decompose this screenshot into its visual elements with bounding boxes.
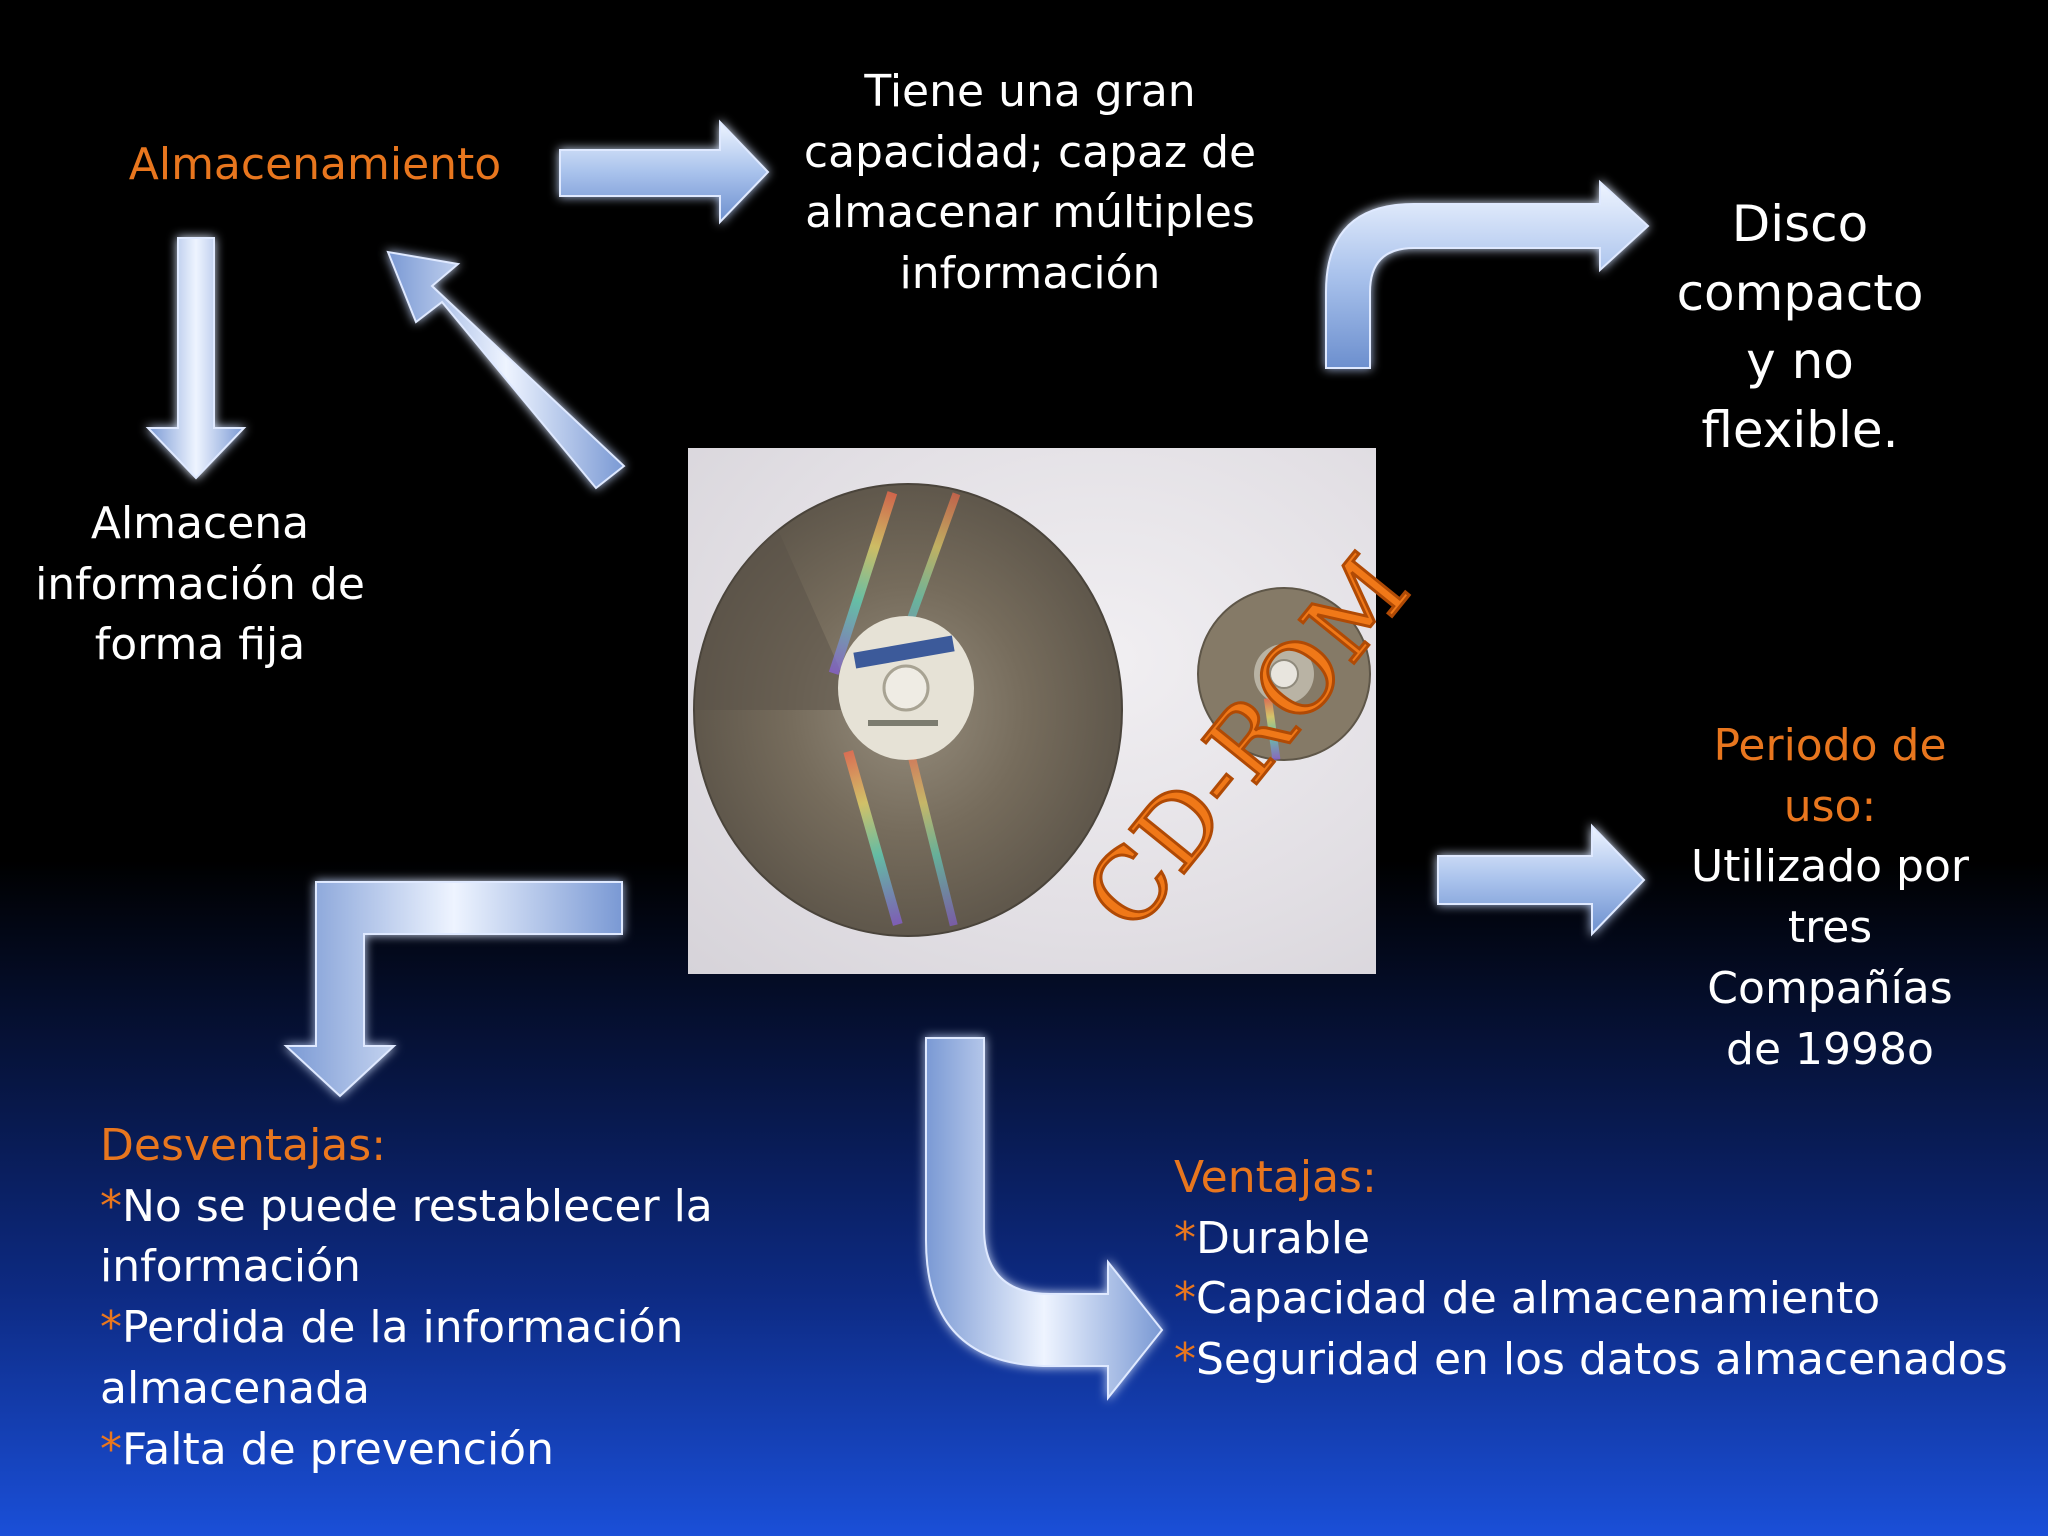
desventajas-item-cont: almacenada [100, 1359, 780, 1420]
node-disco-line: y no [1640, 327, 1960, 396]
node-periodo-line: de 1998o [1680, 1020, 1980, 1081]
arrow-bent-disco [1326, 182, 1648, 368]
node-almacena: Almacena información de forma fija [20, 494, 380, 676]
node-periodo-title-line: uso: [1680, 777, 1980, 838]
node-capacidad-line: capacidad; capaz de [790, 123, 1270, 184]
desventajas-block: Desventajas: *No se puede restablecer la… [100, 1116, 780, 1480]
ventajas-title: Ventajas: [1174, 1148, 2024, 1209]
ventajas-block: Ventajas: *Durable *Capacidad de almacen… [1174, 1148, 2024, 1391]
arrow-bent-desventajas [286, 882, 622, 1096]
node-almacena-line: información de [20, 555, 380, 616]
node-periodo-title-line: Periodo de [1680, 716, 1980, 777]
arrow-right-top [560, 122, 768, 222]
node-periodo-line: Compañías [1680, 959, 1980, 1020]
node-periodo: Periodo de uso: Utilizado por tres Compa… [1680, 716, 1980, 1080]
ventajas-item: *Durable [1174, 1209, 2024, 1270]
desventajas-title: Desventajas: [100, 1116, 780, 1177]
bullet-star: * [1174, 1334, 1196, 1385]
desventajas-item-cont: información [100, 1237, 780, 1298]
node-disco-line: compacto [1640, 259, 1960, 328]
bullet-star: * [1174, 1213, 1196, 1264]
arrow-diagonal [388, 252, 624, 488]
arrow-right-periodo [1438, 826, 1644, 934]
bullet-star: * [1174, 1273, 1196, 1324]
ventajas-item: *Capacidad de almacenamiento [1174, 1269, 2024, 1330]
bullet-star: * [100, 1424, 122, 1475]
bullet-star: * [100, 1181, 122, 1232]
node-almacena-line: Almacena [20, 494, 380, 555]
desventajas-item: *Perdida de la información [100, 1298, 780, 1359]
desventajas-item: *Falta de prevención [100, 1420, 780, 1481]
node-capacidad-line: Tiene una gran [790, 62, 1270, 123]
bullet-star: * [100, 1302, 122, 1353]
ventajas-item: *Seguridad en los datos almacenados [1174, 1330, 2024, 1391]
desventajas-item: *No se puede restablecer la [100, 1177, 780, 1238]
arrow-curved-ventajas [926, 1038, 1162, 1398]
node-capacidad-line: información [790, 244, 1270, 305]
node-capacidad-line: almacenar múltiples [790, 183, 1270, 244]
node-periodo-line: Utilizado por [1680, 837, 1980, 898]
node-disco-line: flexible. [1640, 396, 1960, 465]
node-periodo-line: tres [1680, 898, 1980, 959]
node-almacena-line: forma fija [20, 615, 380, 676]
node-disco-line: Disco [1640, 190, 1960, 259]
arrow-down-left [148, 238, 244, 478]
node-disco: Disco compacto y no flexible. [1640, 190, 1960, 464]
node-almacenamiento: Almacenamiento [120, 140, 510, 191]
node-capacidad: Tiene una gran capacidad; capaz de almac… [790, 62, 1270, 305]
